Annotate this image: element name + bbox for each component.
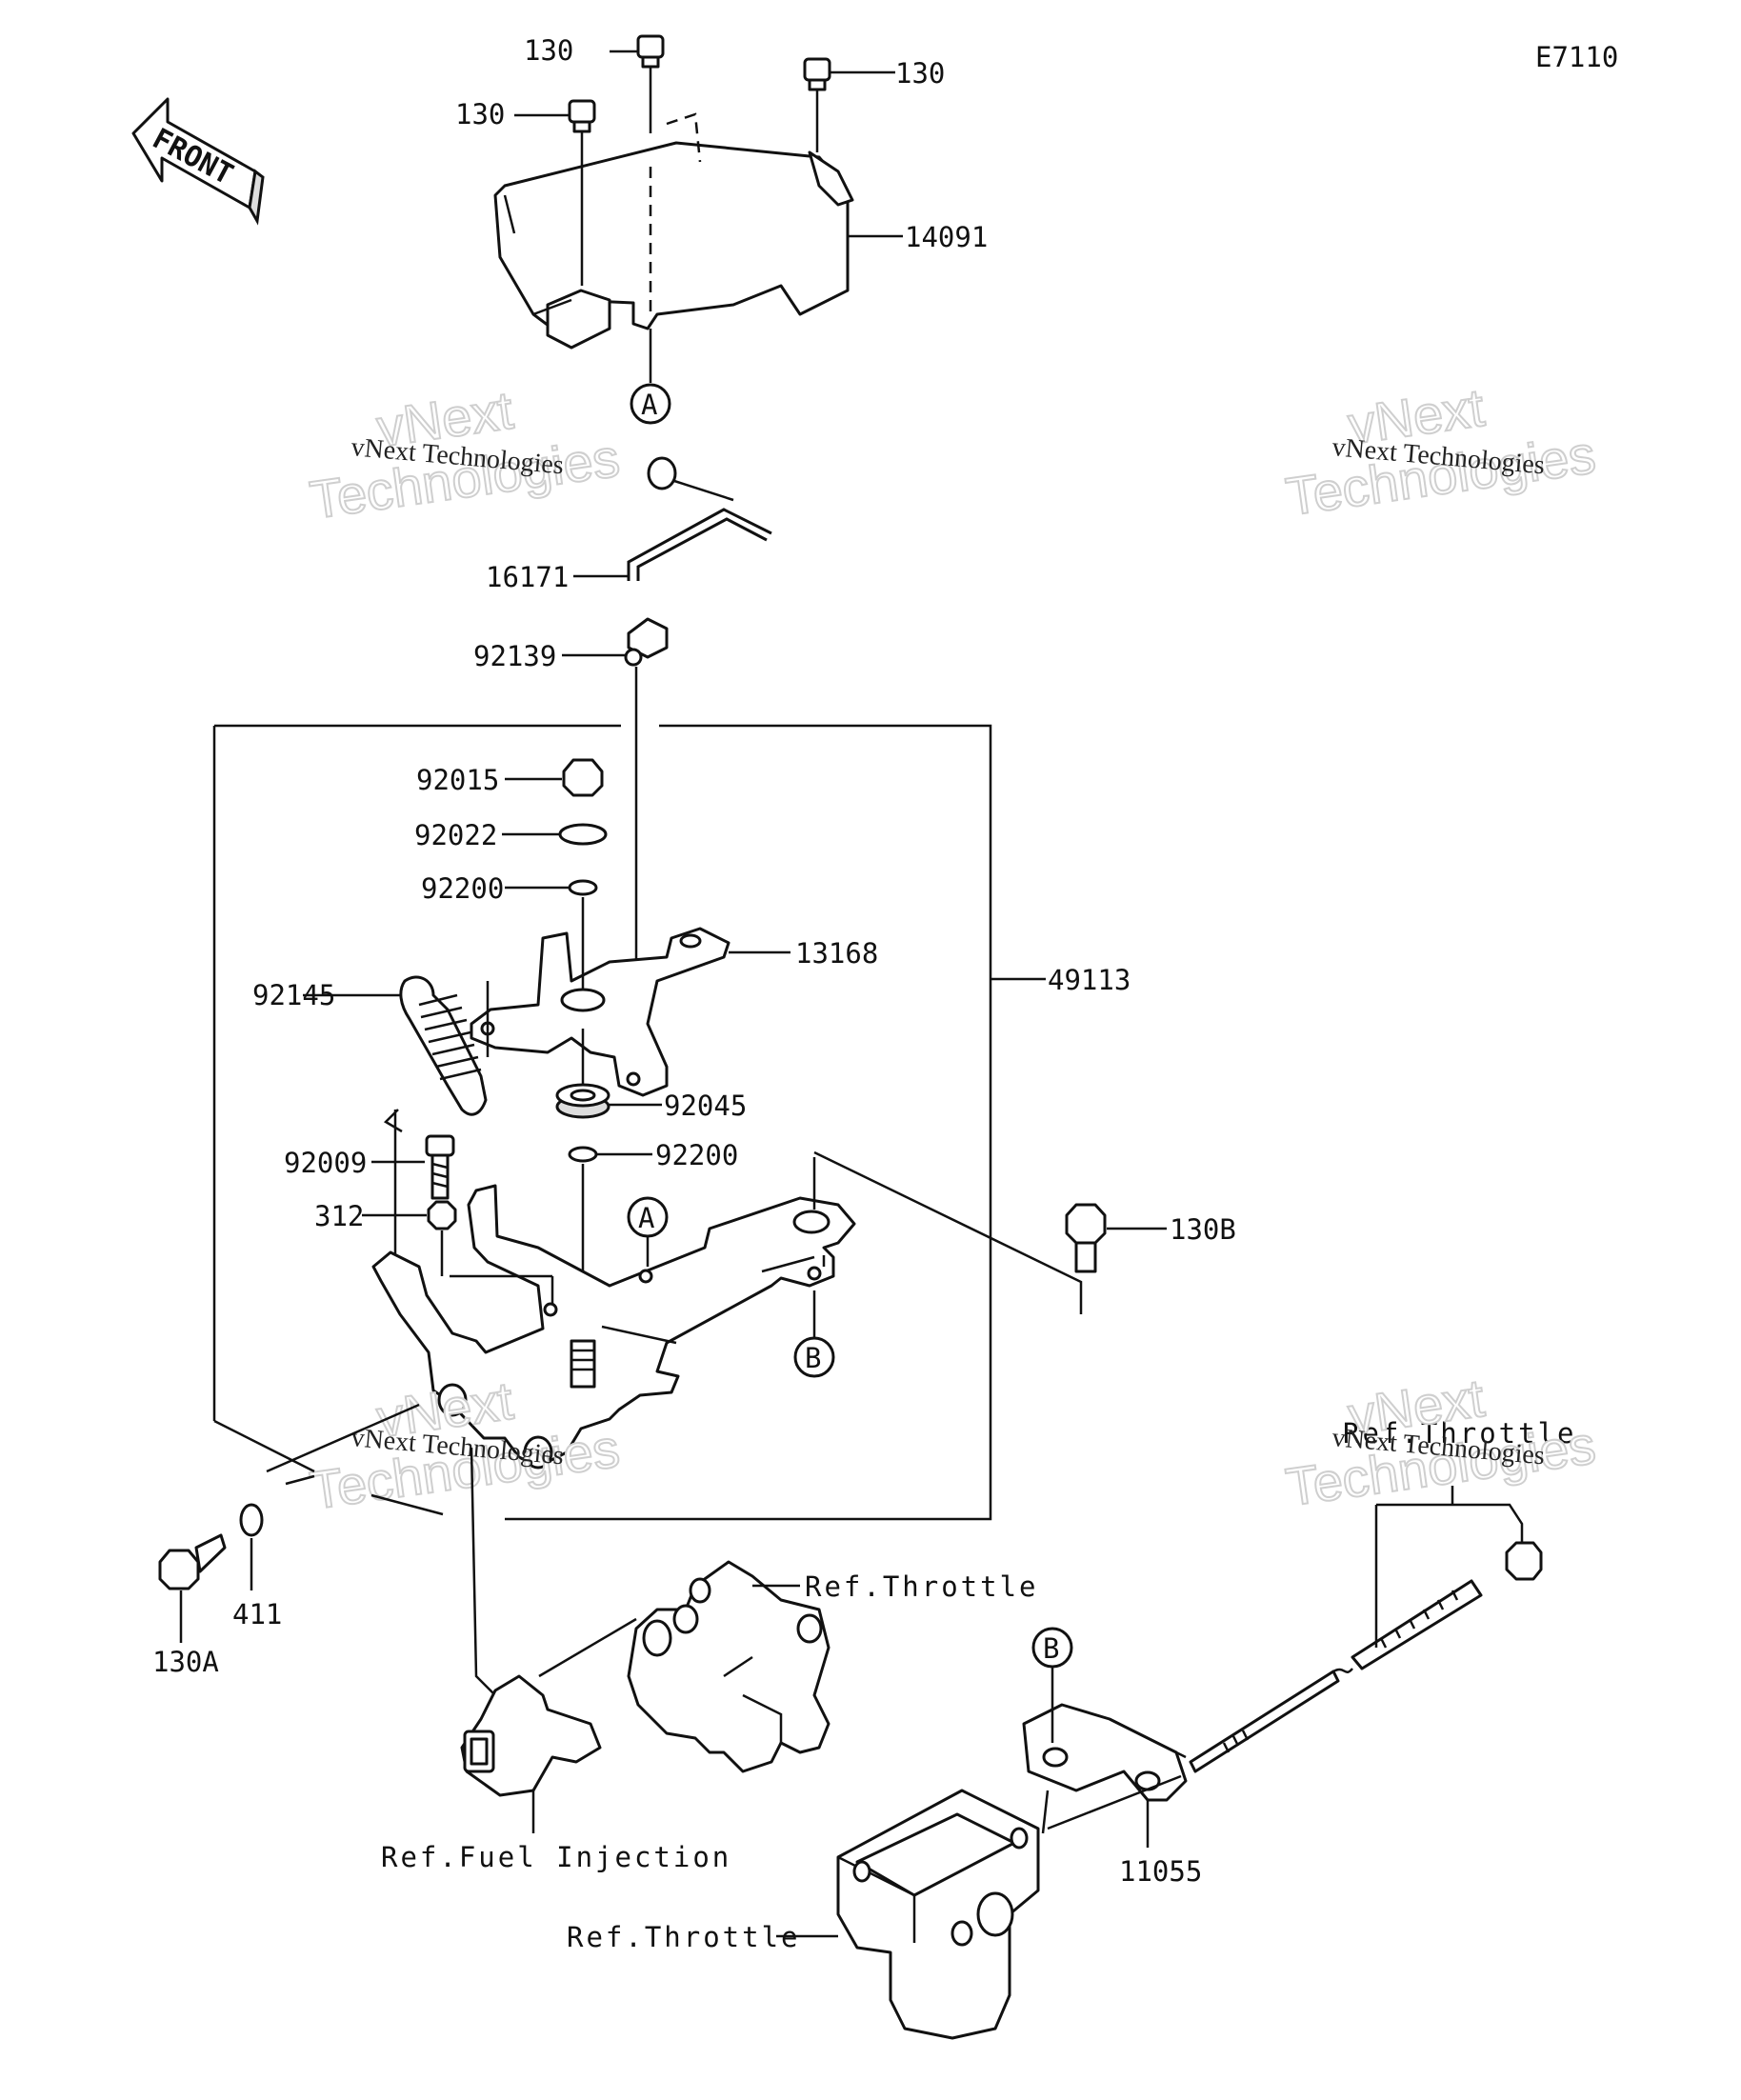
bolt-130-left: [514, 99, 596, 286]
label-11055: 11055: [1119, 1855, 1202, 1888]
washer-92200-top: [568, 879, 598, 896]
label-130-right: 130: [895, 57, 945, 90]
callout-a-middle-label: A: [638, 1202, 654, 1234]
bolt-130-top: [610, 34, 665, 133]
bolt-130a: [158, 1533, 227, 1590]
label-14091: 14091: [905, 221, 988, 253]
front-arrow-icon: FRONT: [131, 97, 265, 226]
label-130-left: 130: [455, 98, 505, 130]
washer-92022: [558, 823, 608, 846]
label-130b: 130B: [1170, 1213, 1236, 1246]
clamp: [647, 456, 677, 490]
ref-fuel-injection: Ref.Fuel Injection: [381, 1841, 731, 1873]
label-49113: 49113: [1048, 964, 1131, 996]
throttle-body-upper: [627, 1560, 830, 1773]
rod-16171: [627, 508, 772, 581]
label-92022: 92022: [414, 819, 497, 851]
diagram-code: E7110: [1535, 41, 1618, 73]
label-92139: 92139: [473, 640, 556, 672]
nut-ref-throttle-right: [1505, 1541, 1543, 1581]
callout-a-top-label: A: [641, 389, 657, 421]
main-bracket: [371, 1184, 856, 1470]
label-92045: 92045: [664, 1090, 747, 1122]
nut-312: [427, 1200, 457, 1230]
label-16171: 16171: [486, 561, 569, 593]
nut-92015: [562, 758, 604, 797]
label-92200-bottom: 92200: [655, 1139, 738, 1171]
assembly-box-49113: [212, 724, 1046, 1521]
sensor-fuel-injection: [460, 1674, 602, 1797]
callout-b-lower-label: B: [1043, 1632, 1059, 1665]
ref-throttle-right: Ref.Throttle: [1343, 1417, 1577, 1450]
callout-b-middle-label: B: [805, 1342, 821, 1374]
washer-411: [239, 1503, 264, 1537]
clip-92139: [624, 617, 669, 667]
grommet-92045: [555, 1083, 610, 1119]
label-130-top: 130: [524, 34, 573, 67]
label-92145: 92145: [252, 979, 335, 1011]
cover-14091: [493, 141, 854, 350]
label-411: 411: [232, 1598, 282, 1630]
adjusting-screw: [1189, 1579, 1483, 1773]
ref-throttle-lower: Ref.Throttle: [567, 1921, 801, 1953]
bracket-11055: [1022, 1703, 1188, 1802]
bolt-130-right: [803, 57, 895, 152]
label-13168: 13168: [795, 937, 878, 970]
throttle-body-lower: [836, 1789, 1040, 2040]
bracket-13168: [470, 927, 730, 1097]
washer-92200-bottom: [568, 1146, 598, 1163]
label-92009: 92009: [284, 1147, 367, 1179]
label-130a: 130A: [152, 1646, 219, 1678]
label-92200-top: 92200: [421, 872, 504, 905]
label-92015: 92015: [416, 764, 499, 796]
bolt-92009: [425, 1134, 455, 1200]
bolt-130b: [1065, 1203, 1107, 1273]
dowel-pin: [570, 1339, 596, 1389]
callout-a-top: [630, 383, 671, 425]
spring-92145: [399, 975, 488, 1116]
label-312: 312: [314, 1200, 364, 1232]
ref-throttle-upper: Ref.Throttle: [805, 1570, 1039, 1603]
